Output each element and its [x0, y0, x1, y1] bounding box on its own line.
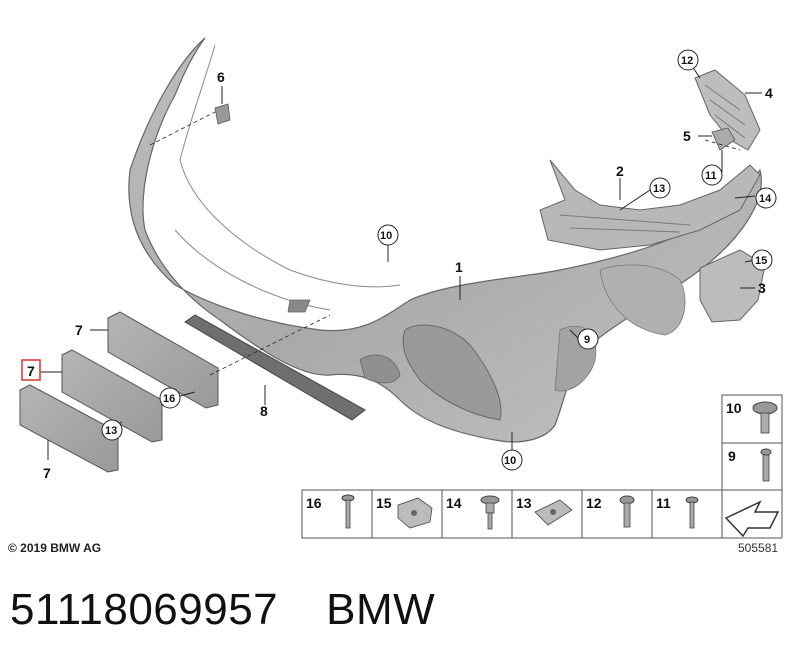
plate-bracket-bottom [19, 384, 119, 473]
callout-7-highlighted: 7 [27, 363, 35, 379]
callout-5: 5 [683, 128, 691, 144]
callout-2: 2 [616, 163, 624, 179]
table-cell-14: 14 [446, 495, 462, 511]
screw-icon [685, 496, 699, 529]
table-cell-16: 16 [306, 495, 322, 511]
callout-4: 4 [765, 85, 773, 101]
table-cell-15: 15 [376, 495, 392, 511]
callout-1: 1 [455, 259, 463, 275]
bracket-part-5 [711, 127, 736, 151]
screw-icon [619, 495, 635, 528]
circled-12: 12 [681, 55, 693, 67]
callout-6: 6 [217, 69, 225, 85]
brand-name: BMW [326, 585, 436, 634]
expanding-rivet-icon [760, 448, 772, 482]
flange-bolt-icon [480, 495, 500, 530]
upper-bracket [539, 159, 761, 251]
plate-bracket-middle [61, 349, 163, 443]
part-number: 51118069957 [10, 585, 279, 634]
circled-10-lower: 10 [504, 455, 516, 467]
clip-part-6 [214, 103, 231, 125]
leader-lines [40, 59, 762, 460]
table-cell-10: 10 [726, 400, 742, 416]
circled-15: 15 [755, 255, 767, 267]
clip-nut-icon [534, 499, 573, 526]
circled-13-upper: 13 [653, 183, 665, 195]
circled-10-upper: 10 [380, 230, 392, 242]
callout-7-top: 7 [75, 322, 83, 338]
side-grille [694, 69, 761, 151]
circled-9: 9 [584, 334, 590, 346]
circled-callouts: 10 10 9 11 12 13 13 14 15 16 [101, 49, 777, 471]
table-cell-12: 12 [586, 495, 602, 511]
highlight-box [21, 359, 41, 381]
table-cell-13: 13 [516, 495, 532, 511]
right-bracket [699, 249, 766, 323]
table-cell-9: 9 [728, 448, 736, 464]
circled-14: 14 [759, 193, 772, 205]
part-number-line: 51118069957 BMW [10, 585, 435, 635]
table-cell-11: 11 [656, 495, 671, 511]
diagram-reference-number: 505581 [738, 541, 779, 555]
circled-13-lower: 13 [105, 425, 117, 437]
callout-8: 8 [260, 403, 268, 419]
circled-16: 16 [163, 393, 175, 405]
trim-strip [184, 314, 366, 421]
copyright-text: © 2019 BMW AG [8, 541, 102, 555]
dash-lines [149, 111, 741, 376]
fastener-table: 16 15 14 13 12 11 10 9 [301, 394, 783, 539]
bumper-cover [128, 37, 762, 443]
screw-icon [341, 494, 355, 529]
clip-nut-icon [397, 497, 433, 529]
callout-3: 3 [758, 280, 766, 296]
circled-11: 11 [705, 170, 717, 182]
rivet-icon [752, 401, 778, 434]
plate-bracket-top [107, 311, 219, 409]
callout-7-bottom: 7 [43, 465, 51, 481]
arrow-icon [724, 500, 780, 538]
